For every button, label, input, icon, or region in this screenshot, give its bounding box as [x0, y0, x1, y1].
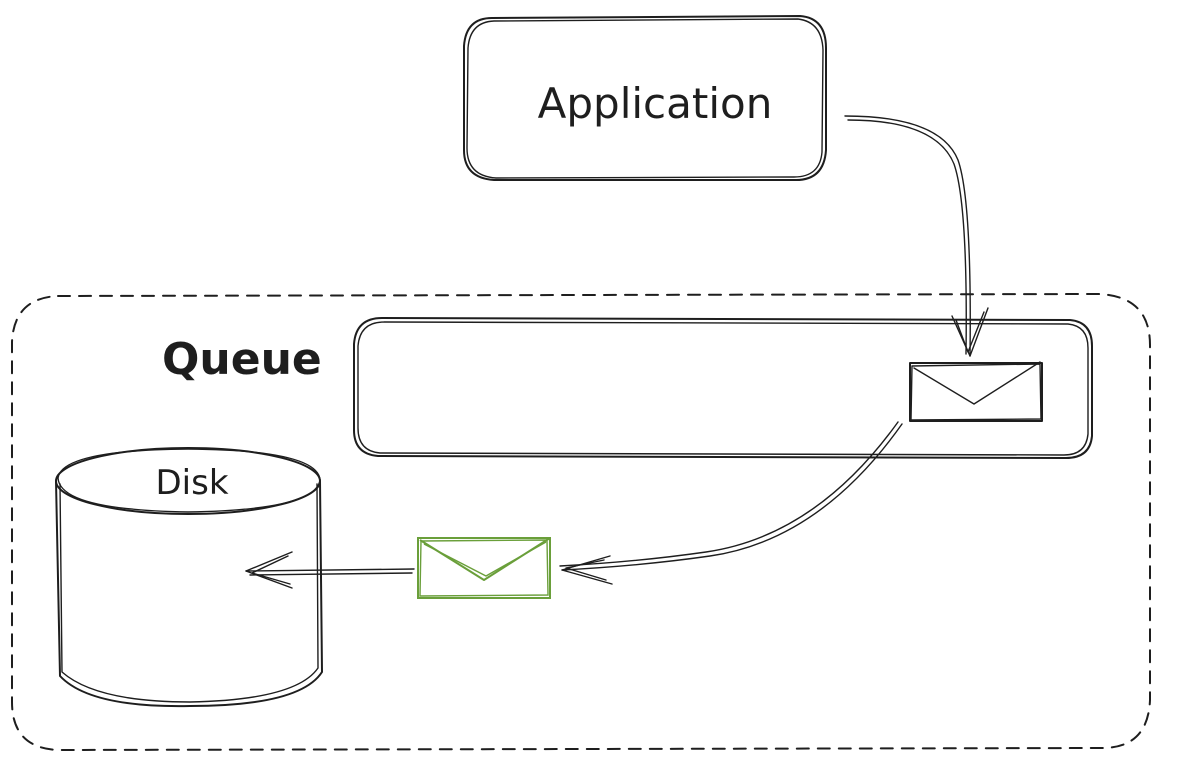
in-transit-message-icon: [417, 537, 551, 599]
queue-system-boundary: [11, 292, 1151, 752]
arrow-queue-to-message: [559, 421, 903, 585]
queue-label: Queue: [162, 334, 322, 385]
arrow-application-to-queue: [844, 115, 989, 357]
disk-label: Disk: [155, 463, 228, 503]
application-node: Application: [463, 15, 827, 181]
application-label: Application: [538, 79, 773, 128]
disk-node: Disk: [55, 447, 323, 708]
queue-node: [353, 317, 1093, 459]
queued-message-icon: [909, 361, 1043, 422]
arrow-message-to-disk: [245, 551, 415, 589]
